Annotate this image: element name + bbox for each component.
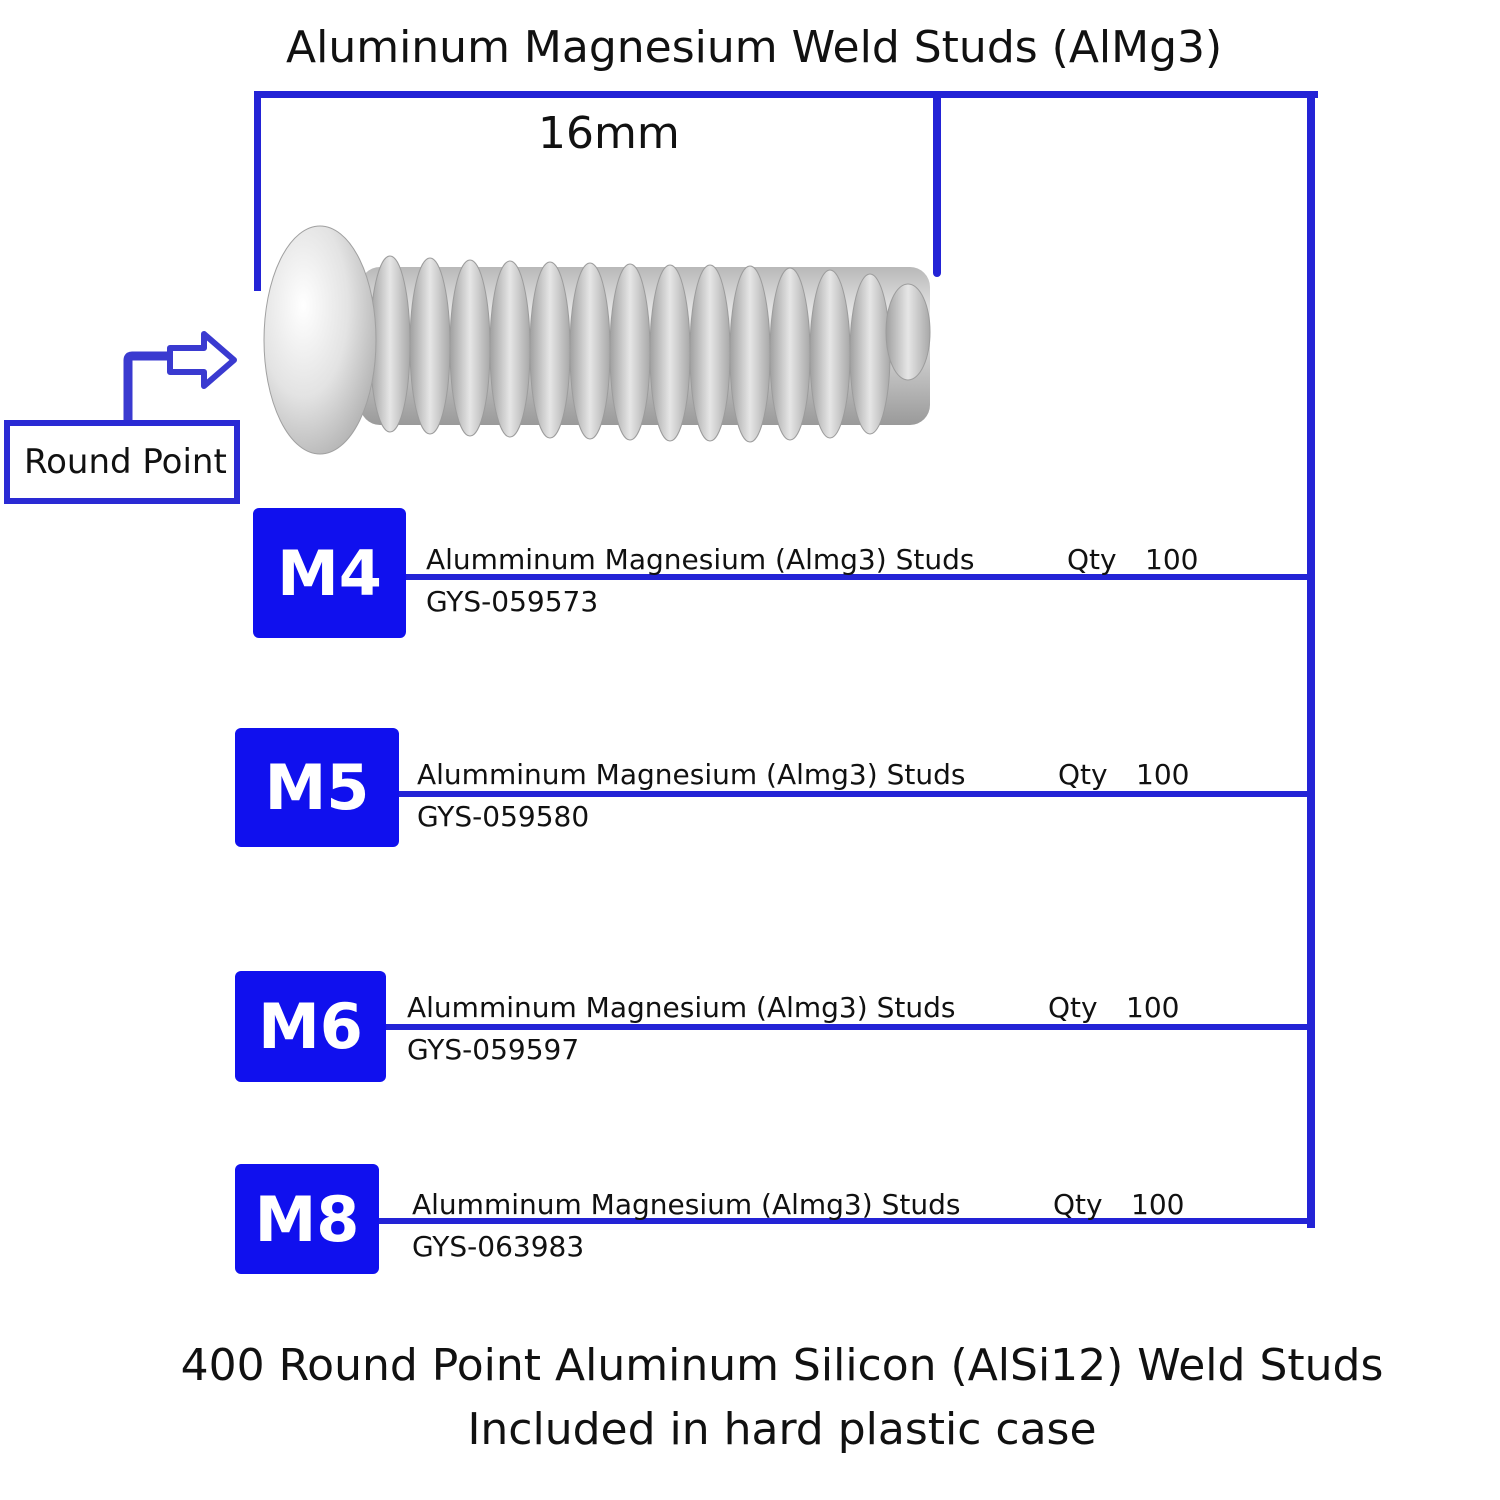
round-point-label-box: Round Point <box>4 420 240 504</box>
qty-value: 100 <box>1131 1188 1185 1221</box>
qty-label: Qty <box>1058 758 1108 791</box>
row-connector-m6 <box>383 1024 1310 1030</box>
left-bracket-tick <box>254 91 261 291</box>
round-point-label: Round Point <box>24 442 227 482</box>
sku: GYS-063983 <box>412 1230 585 1263</box>
stud-description: Alumminum Magnesium (Almg3) Studs <box>426 543 975 576</box>
sku: GYS-059580 <box>417 800 590 833</box>
qty-label: Qty <box>1053 1188 1103 1221</box>
qty-value: 100 <box>1136 758 1190 791</box>
size-label: M6 <box>258 990 363 1063</box>
row-connector-m8 <box>376 1218 1314 1224</box>
qty-value: 100 <box>1145 543 1199 576</box>
top-bracket-line <box>254 91 1318 98</box>
row-connector-m5 <box>397 791 1310 797</box>
size-label: M4 <box>277 536 382 610</box>
page-title: Aluminum Magnesium Weld Studs (AlMg3) <box>286 22 1223 73</box>
size-badge-m8: M8 <box>235 1164 379 1274</box>
stud-description: Alumminum Magnesium (Almg3) Studs <box>412 1188 961 1221</box>
sku: GYS-059597 <box>407 1033 580 1066</box>
row-connector-m4 <box>404 574 1310 580</box>
size-badge-m6: M6 <box>235 971 386 1082</box>
size-badge-m5: M5 <box>235 728 399 847</box>
stud-description: Alumminum Magnesium (Almg3) Studs <box>417 758 966 791</box>
qty-value: 100 <box>1126 991 1180 1024</box>
weld-stud-image <box>263 225 931 455</box>
sku: GYS-059573 <box>426 585 599 618</box>
qty-label: Qty <box>1048 991 1098 1024</box>
right-vertical-bus <box>1307 91 1315 1228</box>
length-bracket-tick <box>933 91 941 277</box>
qty-label: Qty <box>1067 543 1117 576</box>
length-label: 16mm <box>538 108 680 159</box>
footer-line-2: Included in hard plastic case <box>467 1404 1097 1455</box>
stud-description: Alumminum Magnesium (Almg3) Studs <box>407 991 956 1024</box>
size-label: M8 <box>254 1182 360 1256</box>
footer-line-1: 400 Round Point Aluminum Silicon (AlSi12… <box>180 1340 1384 1391</box>
round-point-arrow <box>123 331 237 426</box>
size-label: M5 <box>264 751 370 824</box>
size-badge-m4: M4 <box>253 508 406 638</box>
